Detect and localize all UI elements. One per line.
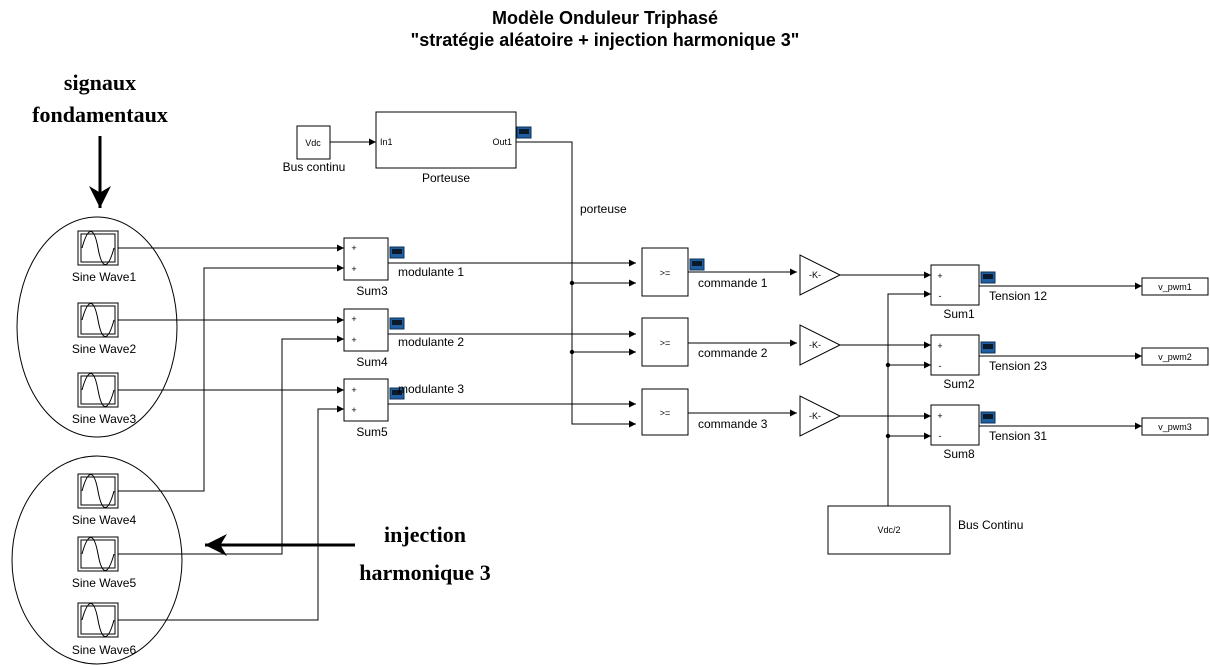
scope-icon-sum5[interactable] [389,387,405,400]
tension12-label: Tension 12 [989,289,1047,303]
modulante1-label: modulante 1 [398,265,464,279]
sum1-sign-minus: - [939,291,942,301]
group-ellipse-harmonic [11,455,183,665]
annotation-fundamental-1: signaux [64,70,136,95]
sum8-label: Sum8 [943,447,975,461]
porteuse-in-port: In1 [380,137,393,147]
sum2-label: Sum2 [943,377,975,391]
scope-icon-porteuse[interactable] [516,126,532,139]
sum8-block[interactable]: + - Sum8 [930,404,980,461]
sum5-block[interactable]: + + Sum5 [343,378,389,439]
sum3-label: Sum3 [356,284,388,298]
porteuse-subsystem[interactable]: In1 Out1 Porteuse [375,111,517,185]
sum1-label: Sum1 [943,307,975,321]
sum2-sign-minus: - [939,361,942,371]
output-v-pwm3-label: v_pwm3 [1158,422,1192,432]
modulante2-label: modulante 2 [398,335,464,349]
sine-wave-6-label: Sine Wave6 [72,643,137,657]
annotation-injection-2: harmonique 3 [359,560,490,585]
gain-3[interactable]: -K- [799,395,842,437]
output-v-pwm2[interactable]: v_pwm2 [1141,347,1209,366]
gain-1-text: -K- [809,270,821,280]
sum2-block[interactable]: + - Sum2 [930,334,980,391]
title-line1: Modèle Onduleur Triphasé [492,8,718,28]
sum8-sign-minus: - [939,431,942,441]
sum5-sign-1: + [351,385,356,395]
vdc2-constant-block[interactable]: Vdc/2 Bus Continu [827,505,1023,555]
vdc2-constant-caption: Bus Continu [958,518,1023,532]
junction-porteuse-2 [569,349,575,355]
vdc-constant-caption: Bus continu [283,160,346,174]
commande1-label: commande 1 [698,276,768,290]
sum4-sign-1: + [351,314,356,324]
output-v-pwm1[interactable]: v_pwm1 [1141,277,1209,296]
porteuse-caption: Porteuse [422,171,470,185]
sum4-label: Sum4 [356,355,388,369]
gain-2[interactable]: -K- [799,324,842,366]
scope-icon-sum2[interactable] [980,341,996,354]
commande2-label: commande 2 [698,346,768,360]
junction-vdc2-1 [885,362,891,368]
sine-wave-1-label: Sine Wave1 [72,270,137,284]
comparator-3[interactable]: >= [641,388,689,436]
sine-wave-5-label: Sine Wave5 [72,576,137,590]
junction-porteuse-1 [569,280,575,286]
sum4-block[interactable]: + + Sum4 [343,308,389,369]
junction-vdc2-2 [885,433,891,439]
comparator-1-symbol: >= [660,268,671,278]
scope-icon-sum3[interactable] [389,246,405,259]
tension23-label: Tension 23 [989,359,1047,373]
sum1-block[interactable]: + - Sum1 [930,264,980,321]
output-v-pwm3[interactable]: v_pwm3 [1141,417,1209,436]
sine-wave-3[interactable]: Sine Wave3 [72,372,137,426]
sine-wave-2-label: Sine Wave2 [72,342,137,356]
sum4-sign-2: + [351,335,356,345]
wire-vdc2-sum1 [887,290,931,506]
sine-wave-6[interactable]: Sine Wave6 [72,602,137,657]
sum8-sign-plus: + [937,411,942,421]
commande3-label: commande 3 [698,417,768,431]
sum5-label: Sum5 [356,425,388,439]
sum5-sign-2: + [351,405,356,415]
sum1-sign-plus: + [937,271,942,281]
title-line2: "stratégie aléatoire + injection harmoni… [411,30,800,50]
porteuse-out-port: Out1 [492,137,512,147]
gain-2-text: -K- [809,340,821,350]
sum3-sign-2: + [351,264,356,274]
comparator-2[interactable]: >= [641,317,689,367]
sine-wave-3-label: Sine Wave3 [72,412,137,426]
sum2-sign-plus: + [937,341,942,351]
scope-icon-cmp1[interactable] [689,258,705,271]
scope-icon-sum1[interactable] [980,271,996,284]
scope-icon-sum4[interactable] [389,317,405,330]
comparator-1[interactable]: >= [641,247,689,297]
output-v-pwm2-label: v_pwm2 [1158,352,1192,362]
comparator-3-symbol: >= [660,408,671,418]
sine-wave-2[interactable]: Sine Wave2 [72,302,137,356]
group-ellipse-fundamental [16,216,178,438]
modulante3-label: modulante 3 [398,382,464,396]
sine-wave-1[interactable]: Sine Wave1 [72,230,137,284]
sine-wave-5[interactable]: Sine Wave5 [72,536,137,590]
wire-sine4-sum3 [118,264,344,492]
output-v-pwm1-label: v_pwm1 [1158,282,1192,292]
tension31-label: Tension 31 [989,429,1047,443]
sum3-block[interactable]: + + Sum3 [343,237,389,298]
sine-wave-4-label: Sine Wave4 [72,513,137,527]
gain-1[interactable]: -K- [799,254,842,296]
porteuse-signal-label: porteuse [580,202,627,216]
comparator-2-symbol: >= [660,338,671,348]
annotation-injection-1: injection [384,522,466,547]
wire-sine5-sum4 [118,335,344,555]
sum3-sign-1: + [351,243,356,253]
sine-wave-4[interactable]: Sine Wave4 [72,473,137,527]
vdc2-constant-text: Vdc/2 [877,525,900,535]
gain-3-text: -K- [809,411,821,421]
vdc-constant-text: Vdc [305,138,321,148]
scope-icon-sum8[interactable] [980,411,996,424]
vdc-constant-block[interactable]: Vdc Bus continu [283,125,346,174]
annotation-fundamental-2: fondamentaux [32,102,168,127]
wire-sine6-sum5 [118,405,344,621]
